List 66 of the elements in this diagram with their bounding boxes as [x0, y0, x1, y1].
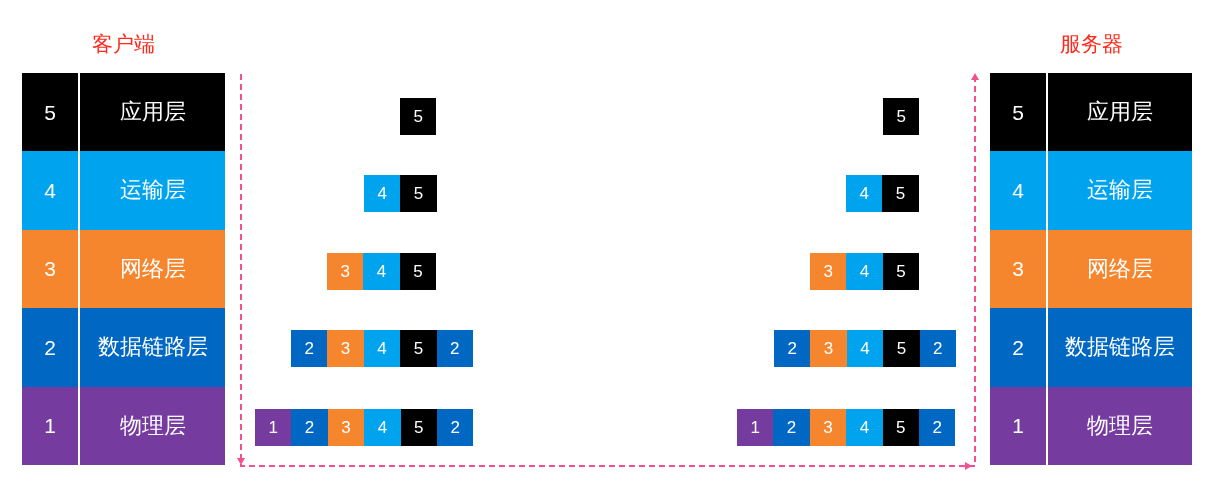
layer-number: 3 [44, 256, 56, 282]
layer-name: 运输层 [119, 177, 186, 204]
layer-name: 数据链路层 [1065, 334, 1175, 361]
stack-heading: 服务器 [1059, 31, 1123, 58]
stack-heading: 客户端 [92, 31, 155, 58]
header-segment: 4 [363, 253, 400, 290]
header-segment: 5 [400, 98, 437, 135]
layer-name: 网络层 [1087, 255, 1153, 283]
header-segment: 4 [846, 253, 883, 290]
layer-number: 2 [44, 334, 56, 360]
header-segment: 2 [291, 330, 328, 367]
header-segment: 5 [400, 330, 437, 367]
layer-number: 5 [1012, 99, 1024, 125]
header-segment: 3 [327, 409, 365, 446]
layer-band [22, 73, 225, 152]
layer-band [990, 73, 1192, 152]
layer-band [22, 386, 225, 466]
layer-name: 数据链路层 [97, 334, 208, 361]
header-segment: 5 [400, 175, 437, 212]
header-segment: 5 [882, 175, 919, 212]
header-segment: 4 [364, 175, 401, 212]
header-segment: 2 [919, 409, 956, 446]
layer-band [990, 308, 1192, 387]
layer-number: 1 [44, 413, 56, 439]
layer-number: 4 [44, 178, 56, 204]
header-segment: 2 [437, 409, 474, 446]
header-segment: 3 [810, 253, 847, 290]
layer-name: 网络层 [119, 255, 186, 283]
header-segment: 2 [773, 409, 810, 446]
layer-number: 5 [44, 99, 56, 125]
header-segment: 3 [809, 409, 847, 446]
header-segment: 2 [774, 330, 811, 367]
header-segment: 2 [436, 330, 473, 367]
header-segment: 5 [883, 98, 920, 135]
header-segment: 5 [399, 253, 437, 290]
header-segment: 5 [400, 409, 437, 446]
layer-band [22, 229, 225, 309]
header-segment: 4 [364, 409, 401, 446]
header-segment: 1 [737, 409, 774, 446]
header-segment: 5 [883, 330, 920, 367]
layer-number: 2 [1012, 334, 1024, 360]
layer-band [22, 151, 225, 230]
layer-name: 物理层 [1087, 412, 1153, 439]
layer-name: 应用层 [119, 99, 186, 126]
layer-number: 3 [1012, 256, 1024, 282]
header-segment: 1 [255, 409, 292, 446]
layer-band [990, 151, 1192, 230]
header-segment: 4 [363, 330, 401, 367]
header-segment: 5 [882, 409, 919, 446]
layer-band [22, 308, 225, 387]
layer-band [990, 386, 1192, 466]
header-segment: 4 [846, 409, 883, 446]
layer-number: 1 [1012, 413, 1024, 439]
layer-number: 4 [1012, 178, 1024, 204]
layer-band [990, 229, 1192, 309]
header-segment: 3 [810, 330, 847, 367]
header-segment: 3 [327, 330, 364, 367]
layer-name: 应用层 [1087, 99, 1153, 126]
header-segment: 2 [919, 330, 956, 367]
layer-name: 运输层 [1087, 177, 1153, 204]
header-segment: 3 [327, 253, 364, 290]
header-segment: 4 [846, 175, 883, 212]
header-segment: 2 [291, 409, 328, 446]
header-segment: 5 [882, 253, 920, 290]
header-segment: 4 [846, 330, 884, 367]
layer-name: 物理层 [119, 412, 186, 439]
